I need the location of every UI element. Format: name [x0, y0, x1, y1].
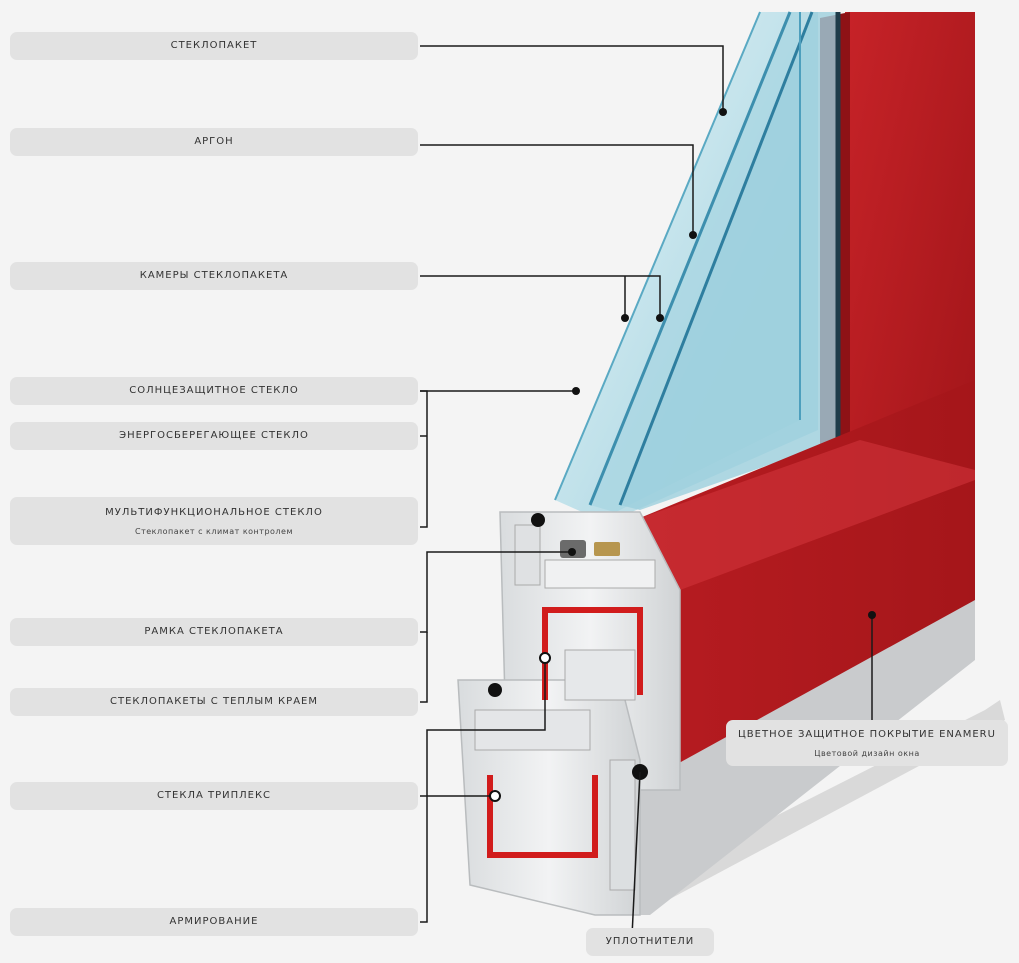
reinforcement-frame [487, 775, 598, 858]
label-kamery-text: Камеры стеклопакета [139, 270, 289, 281]
label-solnce: Солнцезащитное стекло [10, 377, 418, 405]
label-armir: Армирование [10, 908, 418, 936]
label-triplex: Стекла триплекс [10, 782, 418, 810]
label-pokrytie-subtext: Цветовой дизайн окна [814, 748, 920, 758]
profile-chamber-2 [544, 559, 656, 589]
label-steklopaket: Стеклопакет [10, 32, 418, 60]
glass-pane-inner [620, 12, 840, 510]
label-armir-text: Армирование [169, 916, 259, 927]
leader-lines [420, 45, 873, 937]
label-energo-text: Энергосберегающее стекло [119, 430, 309, 441]
profile-chamber-5 [609, 759, 636, 891]
label-kamery: Камеры стеклопакета [10, 262, 418, 290]
label-solnce-text: Солнцезащитное стекло [129, 385, 299, 396]
label-teply: Стеклопакеты с теплым краем [10, 688, 418, 716]
profile-chamber-3 [564, 649, 636, 701]
label-uplot: Уплотнители [586, 928, 714, 956]
label-argon-text: Аргон [194, 136, 234, 147]
red-frame-top-highlight [635, 440, 975, 590]
seal-sash [488, 683, 502, 697]
label-teply-text: Стеклопакеты с теплым краем [110, 696, 318, 707]
label-multi-text: Мультифункциональное стекло [105, 506, 323, 518]
label-triplex-text: Стекла триплекс [156, 790, 272, 801]
label-energo: Энергосберегающее стекло [10, 422, 418, 450]
label-multi-subtext: Стеклопакет с климат контролем [135, 526, 293, 536]
seal-top [531, 513, 545, 527]
label-ramka-text: Рамка стеклопакета [144, 626, 284, 637]
spacer-warm-edge [594, 542, 620, 556]
label-ramka: Рамка стеклопакета [10, 618, 418, 646]
label-uplot-text: Уплотнители [605, 936, 695, 947]
label-steklopaket-text: Стеклопакет [170, 40, 258, 51]
leader-dots [489, 108, 876, 802]
label-pokrytie: Цветное защитное покрытие ENAMERU Цветов… [726, 720, 1008, 766]
profile-chamber-1 [514, 524, 541, 586]
label-argon: Аргон [10, 128, 418, 156]
label-multi: Мультифункциональное стекло Стеклопакет … [10, 497, 418, 545]
label-pokrytie-text: Цветное защитное покрытие ENAMERU [738, 728, 996, 740]
